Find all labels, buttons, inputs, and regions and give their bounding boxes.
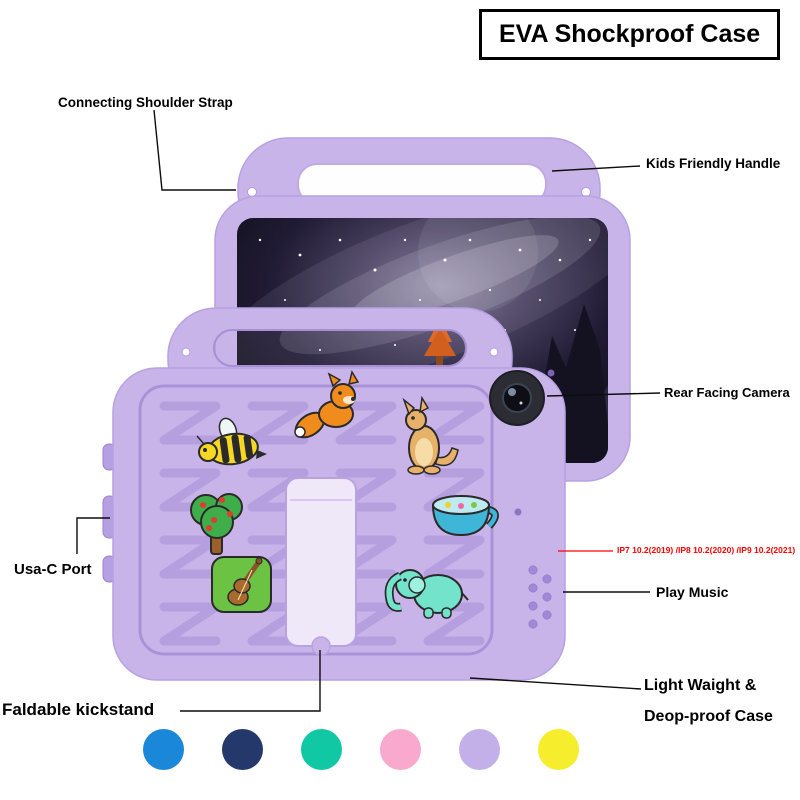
label-kids-handle: Kids Friendly Handle <box>646 156 781 171</box>
reset-hole <box>514 508 522 516</box>
callout-usb <box>76 517 110 554</box>
elephant-charm <box>384 569 469 619</box>
color-swatch-lavender <box>459 729 500 770</box>
color-swatch-blue <box>143 729 184 770</box>
strap-hole-right <box>581 187 591 197</box>
speaker-holes <box>528 565 552 629</box>
callout-kickstand <box>180 650 321 712</box>
callout-handle <box>551 165 641 172</box>
color-swatch-pink <box>380 729 421 770</box>
label-usb-port: Usa-C Port <box>14 561 92 578</box>
callout-camera <box>546 392 661 397</box>
violin-charm <box>211 556 272 613</box>
label-lightweight: Light Waight & Deop-proof Case <box>644 670 773 732</box>
label-lightweight-line2: Deop-proof Case <box>644 708 773 725</box>
label-lightweight-line1: Light Waight & <box>644 677 757 694</box>
mic-hole <box>547 369 555 377</box>
fox-charm <box>294 370 360 439</box>
color-swatch-navy <box>222 729 263 770</box>
color-swatch-teal <box>301 729 342 770</box>
tree-charm <box>190 493 243 555</box>
kangaroo-charm <box>402 395 459 475</box>
handle-grip-hole <box>213 329 467 367</box>
strap-hole-left <box>247 187 257 197</box>
callout-shoulder-strap <box>153 109 236 191</box>
bee-charm <box>196 417 267 466</box>
kickstand <box>285 477 357 656</box>
page-title: EVA Shockproof Case <box>479 9 781 60</box>
callout-lightweight <box>469 677 642 690</box>
label-rear-camera: Rear Facing Camera <box>664 385 790 400</box>
label-play-music: Play Music <box>656 584 729 600</box>
color-swatch-yellow <box>538 729 579 770</box>
callout-lines <box>76 109 661 712</box>
label-compatibility: IP7 10.2(2019) /IP8 10.2(2020) /IP9 10.2… <box>617 545 796 555</box>
front-case <box>102 307 566 681</box>
rear-camera <box>489 370 545 426</box>
label-shoulder-strap: Connecting Shoulder Strap <box>58 95 233 110</box>
color-swatches <box>143 729 579 770</box>
label-kickstand: Faldable kickstand <box>2 700 155 719</box>
teacup-charm <box>431 495 499 537</box>
